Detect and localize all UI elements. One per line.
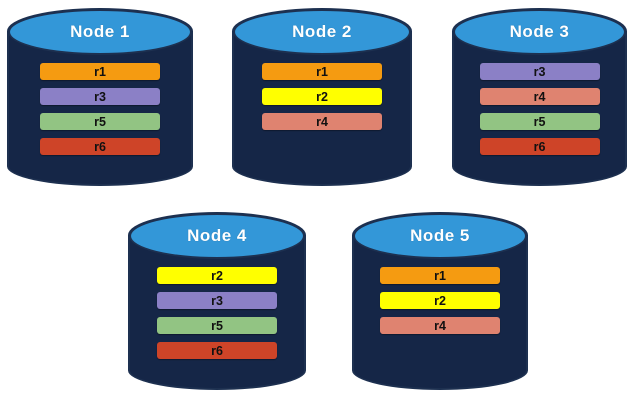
cylinder-top-ellipse: Node 1 [8,9,192,55]
replica-bar[interactable]: r6 [157,342,277,359]
node-3[interactable]: Node 3 r3 r4 r5 r6 [452,8,627,186]
replica-bar[interactable]: r2 [380,292,500,309]
node-title: Node 5 [410,226,470,245]
replica-bar[interactable]: r5 [157,317,277,334]
replica-label: r2 [316,89,328,104]
replica-bar[interactable]: r1 [380,267,500,284]
replica-stack: r2 r3 r5 r6 [128,267,306,359]
replica-label: r4 [434,318,446,333]
replica-label: r5 [211,318,223,333]
replica-bar[interactable]: r3 [157,292,277,309]
replica-bar[interactable]: r3 [479,63,600,80]
replica-label: r5 [94,114,106,129]
node-4[interactable]: Node 4 r2 r3 r5 r6 [128,212,306,390]
replica-stack: r1 r2 r4 [352,267,528,334]
replica-label: r3 [94,89,106,104]
replica-bar[interactable]: r5 [40,113,160,130]
node-title: Node 4 [187,226,247,245]
replica-stack: r3 r4 r5 r6 [452,63,627,155]
replica-bar[interactable]: r3 [40,88,160,105]
replica-label: r4 [533,89,546,104]
replica-bar[interactable]: r4 [262,113,382,130]
replica-label: r3 [211,293,223,308]
replica-bar[interactable]: r4 [380,317,500,334]
node-title: Node 3 [509,22,570,41]
replica-bar[interactable]: r1 [262,63,382,80]
cylinder-top-ellipse: Node 5 [353,213,527,259]
cylinder-top-ellipse: Node 4 [129,213,305,259]
cylinder-top-ellipse: Node 2 [233,9,411,55]
replica-bar[interactable]: r4 [479,88,600,105]
replica-label: r2 [211,268,223,283]
replica-stack: r1 r2 r4 [232,63,412,130]
replica-label: r1 [316,64,328,79]
replica-bar[interactable]: r2 [262,88,382,105]
replica-label: r1 [94,64,106,79]
replica-bar[interactable]: r2 [157,267,277,284]
replica-bar[interactable]: r5 [479,113,600,130]
cylinder-top-ellipse: Node 3 [453,9,626,55]
node-title: Node 2 [292,22,352,41]
replica-label: r6 [94,139,106,154]
node-2[interactable]: Node 2 r1 r2 r4 [232,8,412,186]
replica-label: r4 [316,114,328,129]
replica-label: r1 [434,268,446,283]
replica-label: r3 [533,64,546,79]
replica-label: r5 [533,114,546,129]
node-1[interactable]: Node 1 r1 r3 r5 r6 [7,8,193,186]
replica-label: r2 [434,293,446,308]
replica-label: r6 [533,139,546,154]
node-5[interactable]: Node 5 r1 r2 r4 [352,212,528,390]
replica-stack: r1 r3 r5 r6 [7,63,193,155]
node-title: Node 1 [70,22,130,41]
replica-bar[interactable]: r6 [479,138,600,155]
replica-label: r6 [211,343,223,358]
replica-bar[interactable]: r1 [40,63,160,80]
replica-bar[interactable]: r6 [40,138,160,155]
